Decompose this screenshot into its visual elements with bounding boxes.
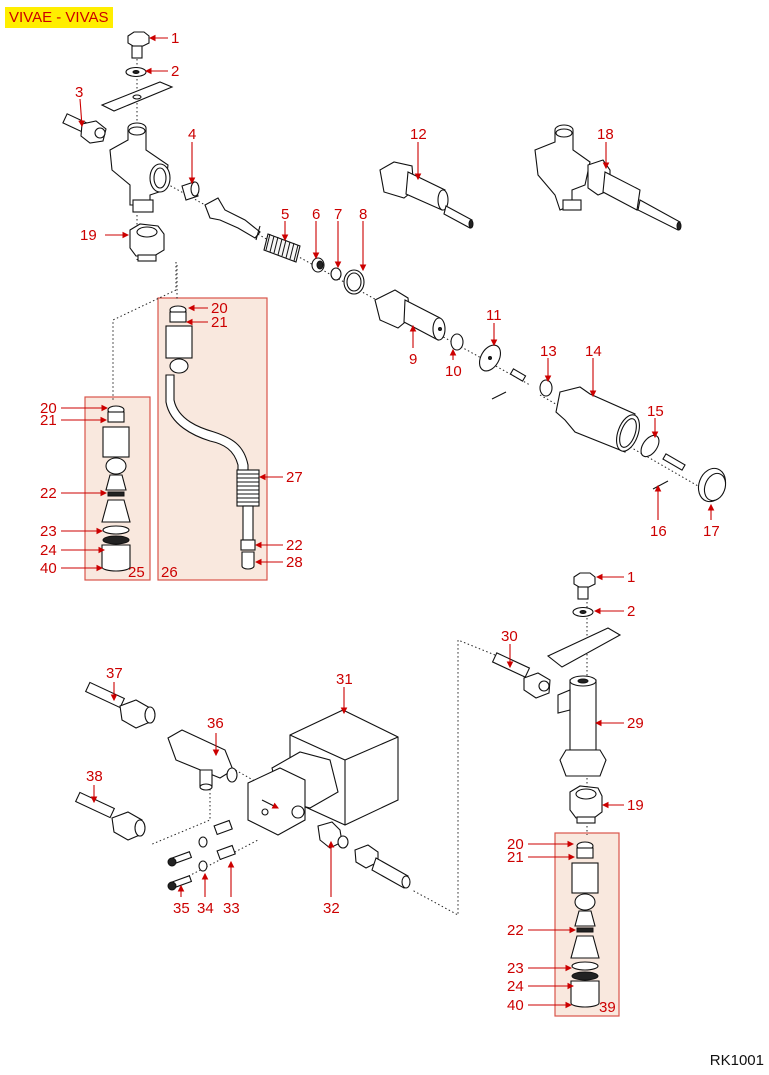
callout-12: 12 bbox=[410, 126, 427, 143]
callout-16: 16 bbox=[650, 523, 667, 540]
callout-3: 3 bbox=[75, 84, 83, 101]
part-fitting-36 bbox=[167, 729, 238, 791]
part-fitting-12 bbox=[379, 161, 474, 229]
callout-27: 27 bbox=[286, 469, 303, 486]
callout-22-group25: 22 bbox=[40, 485, 57, 502]
part-knob-14 bbox=[555, 386, 640, 453]
callout-2-top: 2 bbox=[171, 63, 179, 80]
callout-6: 6 bbox=[312, 206, 320, 223]
callout-32: 32 bbox=[323, 900, 340, 917]
part-cap-17 bbox=[697, 467, 727, 503]
callout-31: 31 bbox=[336, 671, 353, 688]
callout-10: 10 bbox=[445, 363, 462, 380]
callout-29: 29 bbox=[627, 715, 644, 732]
part-mounting-plate-top bbox=[100, 81, 174, 112]
callout-7: 7 bbox=[334, 206, 342, 223]
callout-17: 17 bbox=[703, 523, 720, 540]
callout-40-group39: 40 bbox=[507, 997, 524, 1014]
part-split-pin-16 bbox=[652, 480, 669, 490]
callout-20-group25: 20 bbox=[40, 400, 57, 417]
part-bolt-bottom bbox=[573, 572, 596, 600]
part-stack-25 bbox=[101, 405, 131, 572]
callout-35: 35 bbox=[173, 900, 190, 917]
part-spring-5 bbox=[263, 233, 301, 263]
callout-14: 14 bbox=[585, 343, 602, 360]
callout-5: 5 bbox=[281, 206, 289, 223]
part-pin-15 bbox=[662, 453, 686, 471]
part-mounting-plate-bottom bbox=[546, 627, 622, 668]
document-code: RK1001 bbox=[709, 1052, 764, 1069]
callout-37: 37 bbox=[106, 665, 123, 682]
callout-38: 38 bbox=[86, 768, 103, 785]
part-pin-small bbox=[491, 368, 527, 400]
callout-22-group39: 22 bbox=[507, 922, 524, 939]
callout-18: 18 bbox=[597, 126, 614, 143]
part-oring-10 bbox=[450, 333, 464, 351]
callout-13: 13 bbox=[540, 343, 557, 360]
part-screws-33-35 bbox=[167, 819, 236, 891]
part-disc-15 bbox=[640, 434, 660, 458]
part-hose-37 bbox=[84, 681, 156, 729]
callout-8: 8 bbox=[359, 206, 367, 223]
part-disc-11 bbox=[478, 344, 502, 372]
callout-40-group25: 40 bbox=[40, 560, 57, 577]
part-bushing-6 bbox=[311, 257, 325, 273]
callout-22-group26: 22 bbox=[286, 537, 303, 554]
diagram-title: VIVAE - VIVAS bbox=[5, 7, 114, 28]
part-hose-38 bbox=[74, 791, 146, 841]
callout-2-bottom: 2 bbox=[627, 603, 635, 620]
callout-20-group39: 20 bbox=[507, 836, 524, 853]
part-bolt-top bbox=[127, 31, 150, 59]
callout-leader-3 bbox=[78, 98, 85, 128]
callout-21-group26: 21 bbox=[211, 314, 228, 331]
callout-33: 33 bbox=[223, 900, 240, 917]
callout-11: 11 bbox=[486, 307, 502, 324]
part-cap-4 bbox=[181, 181, 200, 201]
part-seal-8 bbox=[343, 269, 365, 295]
callout-23-group39: 23 bbox=[507, 960, 524, 977]
part-valve-stem bbox=[204, 197, 261, 241]
callout-15: 15 bbox=[647, 403, 664, 420]
callout-21-group25: 21 bbox=[40, 412, 57, 429]
part-washer-13 bbox=[539, 379, 553, 397]
group-label-39: 39 bbox=[599, 999, 616, 1016]
part-fitting-3 bbox=[62, 113, 107, 144]
part-pump-31 bbox=[247, 709, 399, 836]
part-assembly-18 bbox=[534, 124, 682, 231]
callout-24-group39: 24 bbox=[507, 978, 524, 995]
callout-19-top: 19 bbox=[80, 227, 97, 244]
callout-9: 9 bbox=[409, 351, 417, 368]
callout-4: 4 bbox=[188, 126, 196, 143]
callout-21-group39: 21 bbox=[507, 849, 524, 866]
part-oring-7 bbox=[330, 267, 342, 281]
callout-34: 34 bbox=[197, 900, 214, 917]
part-nut-19-bottom bbox=[569, 785, 603, 824]
part-fitting-9 bbox=[374, 289, 446, 341]
callout-20-group26: 20 bbox=[211, 300, 228, 317]
part-washer-top bbox=[125, 66, 147, 78]
callout-1-top: 1 bbox=[171, 30, 179, 47]
callout-23-group25: 23 bbox=[40, 523, 57, 540]
callout-24-group25: 24 bbox=[40, 542, 57, 559]
part-tee-29 bbox=[557, 675, 607, 777]
part-nut-19-top bbox=[129, 223, 165, 262]
part-fitting-30 bbox=[491, 652, 551, 699]
group-label-25: 25 bbox=[128, 564, 145, 581]
callout-30: 30 bbox=[501, 628, 518, 645]
part-stack-39 bbox=[570, 841, 600, 1008]
group-label-26: 26 bbox=[161, 564, 178, 581]
part-hose-26 bbox=[165, 305, 260, 570]
part-washer-bottom bbox=[572, 606, 594, 618]
callout-36: 36 bbox=[207, 715, 224, 732]
part-fitting-32 bbox=[317, 821, 411, 889]
callout-1-bottom: 1 bbox=[627, 569, 635, 586]
callout-19-bottom: 19 bbox=[627, 797, 644, 814]
part-tee-body bbox=[109, 122, 171, 213]
callout-28: 28 bbox=[286, 554, 303, 571]
